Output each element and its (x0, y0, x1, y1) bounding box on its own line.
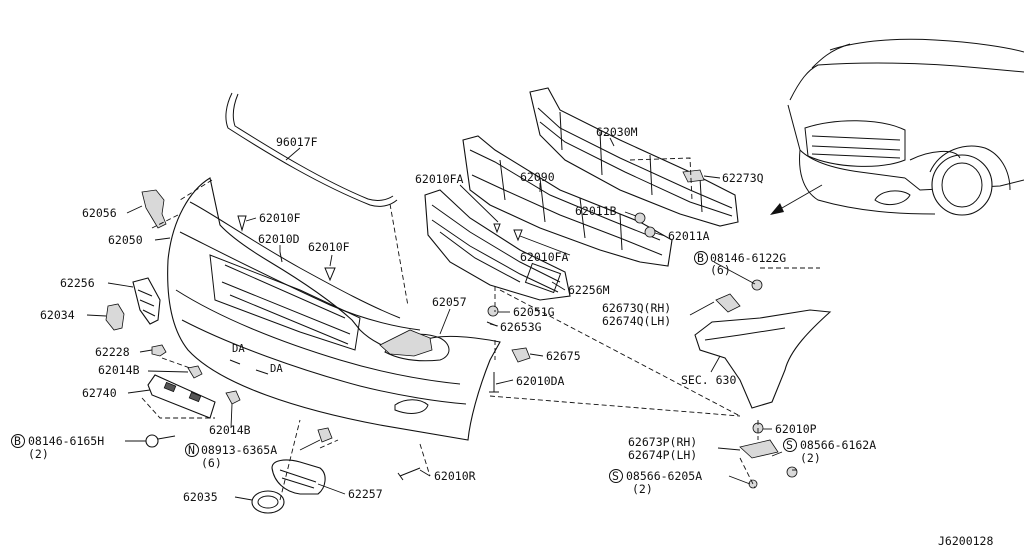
label-62653G: 62653G (500, 320, 542, 334)
prefix-B-1: B (697, 251, 704, 265)
bracket-62057 (379, 329, 433, 357)
bracket-62256 (132, 277, 161, 325)
label-62014B-a: 62014B (98, 363, 140, 377)
vehicle-outline (787, 38, 1024, 216)
absorber-62090 (462, 135, 673, 267)
label-62010P: 62010P (775, 422, 817, 436)
label-62273Q: 62273Q (722, 171, 764, 185)
seal-strip-96017F (225, 92, 398, 207)
bolt-62011A (644, 226, 656, 238)
label-08913-6365A: 08913-6365A (201, 443, 277, 457)
label-62034: 62034 (40, 308, 75, 322)
label-62228: 62228 (95, 345, 130, 359)
prefix-markers (11, 251, 797, 483)
label-62675: 62675 (546, 349, 581, 363)
fog-cover-62035 (251, 490, 285, 514)
label-62673P: 62673P(RH) (628, 435, 697, 449)
reinforcement-62030M (529, 87, 739, 227)
label-62010DA: 62010DA (516, 374, 565, 388)
screw-08566-6205A (748, 479, 758, 489)
bracket-62056 (141, 189, 167, 229)
label-62674P: 62674P(LH) (628, 448, 697, 462)
diagram-code: J6200128 (938, 534, 993, 548)
label-08566-6205A: 08566-6205A (626, 469, 702, 483)
label-62010R: 62010R (434, 469, 476, 483)
bracket-62673P (739, 439, 779, 459)
screw-62010D (279, 251, 283, 263)
bolt-08146-6122G (751, 279, 763, 291)
label-62011B: 62011B (575, 204, 617, 218)
label-08913-6365A-qty: (6) (201, 456, 222, 470)
rivet-62010R (397, 467, 421, 481)
label-62257: 62257 (348, 487, 383, 501)
label-62090: 62090 (520, 170, 555, 184)
label-62035: 62035 (183, 490, 218, 504)
label-62056: 62056 (82, 206, 117, 220)
clip-62014B-a (187, 365, 203, 379)
label-62014B-b: 62014B (209, 423, 251, 437)
bracket-62034 (105, 303, 125, 331)
prefix-N: N (188, 443, 195, 457)
direction-arrow (774, 184, 823, 213)
clip-62675 (511, 347, 531, 363)
label-62256M: 62256M (568, 283, 610, 297)
prefix-B-2: B (14, 434, 21, 448)
label-62051G: 62051G (513, 305, 555, 319)
label-62050: 62050 (108, 233, 143, 247)
clip-08913-6365A (317, 427, 333, 443)
label-08146-6165H-qty: (2) (28, 447, 49, 461)
screw-08566-6162A (786, 466, 798, 478)
plate-bracket-62740 (147, 374, 216, 419)
assembly-dashes (141, 157, 820, 501)
clip-62273Q (682, 169, 705, 183)
label-62030M: 62030M (596, 125, 638, 139)
label-62010FA-b: 62010FA (520, 250, 569, 264)
label-62010D: 62010D (258, 232, 300, 246)
label-62010F-b: 62010F (308, 240, 350, 254)
label-62740: 62740 (82, 386, 117, 400)
label-62010F-a: 62010F (259, 211, 301, 225)
label-62256: 62256 (60, 276, 95, 290)
label-08566-6162A-qty: (2) (800, 451, 821, 465)
fender-sec630 (694, 309, 832, 409)
label-62010FA-a: 62010FA (415, 172, 464, 186)
svg-text:DA: DA (232, 343, 245, 355)
label-08146-6122G: 08146-6122G (710, 251, 786, 265)
fog-bracket-62257 (271, 459, 326, 495)
label-96017F: 96017F (276, 135, 318, 149)
clip-62010FA (493, 223, 523, 242)
label-08566-6205A-qty: (2) (632, 482, 653, 496)
label-62011A: 62011A (668, 229, 710, 243)
clip-62014B-b (225, 390, 241, 405)
bracket-62673Q (715, 293, 741, 313)
clip-62010F-b (324, 267, 336, 282)
bolt-08146-6165H (145, 434, 176, 448)
label-sec630: SEC. 630 (681, 373, 736, 387)
screw-62010DA (489, 372, 499, 393)
lower-grille-62256M (424, 189, 571, 301)
prefix-S-2: S (612, 469, 619, 483)
leader-lines (86, 137, 797, 501)
label-08146-6122G-qty: (6) (710, 263, 731, 277)
label-08146-6165H: 08146-6165H (28, 434, 104, 448)
bumper-fascia-62050: DA DA (167, 177, 501, 441)
clip-62051G (487, 305, 499, 317)
direction-arrow-head (770, 203, 784, 215)
label-62057: 62057 (432, 295, 467, 309)
label-62674Q: 62674Q(LH) (602, 314, 671, 328)
label-08566-6162A: 08566-6162A (800, 438, 876, 452)
svg-text:DA: DA (270, 363, 283, 375)
nut-62011B (634, 212, 646, 224)
clip-62228 (151, 344, 167, 357)
prefix-S-1: S (786, 438, 793, 452)
clip-62010F-a (237, 215, 247, 232)
label-62673Q: 62673Q(RH) (602, 301, 671, 315)
